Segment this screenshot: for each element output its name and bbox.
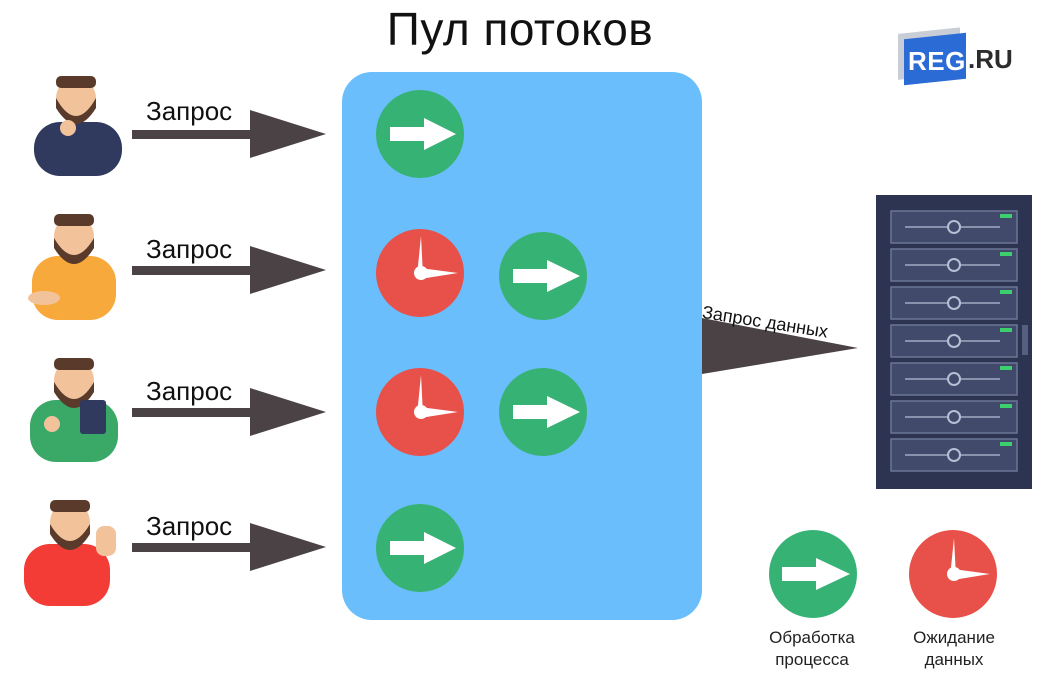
thread-processing-icon-3 (499, 368, 587, 456)
server-unit-icon (890, 438, 1018, 472)
request-label-1: Запрос (146, 96, 233, 126)
request-arrow-icon-2 (132, 246, 326, 294)
legend-processing-label: Обработка процесса (769, 628, 855, 669)
request-arrow-icon-3 (132, 388, 326, 436)
thread-waiting-icon-3 (376, 368, 464, 456)
legend-processing-icon (769, 530, 857, 618)
legend-waiting-label: Ожидание данных (913, 628, 995, 669)
server-rack-icon (876, 195, 1032, 489)
server-unit-icon (890, 286, 1018, 320)
client-person-icon-2 (28, 214, 116, 320)
data-request-arrow-icon (702, 318, 858, 374)
request-label-4: Запрос (146, 511, 233, 541)
request-arrow-icon-4 (132, 523, 326, 571)
server-unit-icon (890, 362, 1018, 396)
reg-ru-logo: REG .RU (898, 22, 1028, 86)
thread-processing-icon-4 (376, 504, 464, 592)
client-person-icon-1 (34, 76, 122, 176)
client-person-icon-3 (30, 358, 118, 462)
thread-processing-icon-2 (499, 232, 587, 320)
thread-processing-icon-1 (376, 90, 464, 178)
thread-pool-container (342, 72, 702, 620)
page-title: Пул потоков (386, 3, 654, 55)
server-unit-icon (890, 248, 1018, 282)
request-arrow-icon-1 (132, 110, 326, 158)
server-unit-icon (890, 324, 1018, 358)
request-label-3: Запрос (146, 376, 233, 406)
logo-ru-text: .RU (968, 44, 1013, 74)
thread-waiting-icon-2 (376, 229, 464, 317)
logo-reg-text: REG (908, 46, 966, 76)
legend-waiting-icon (909, 530, 997, 618)
server-unit-icon (890, 400, 1018, 434)
request-label-2: Запрос (146, 234, 233, 264)
server-unit-icon (890, 210, 1018, 244)
client-person-icon-4 (24, 500, 116, 606)
